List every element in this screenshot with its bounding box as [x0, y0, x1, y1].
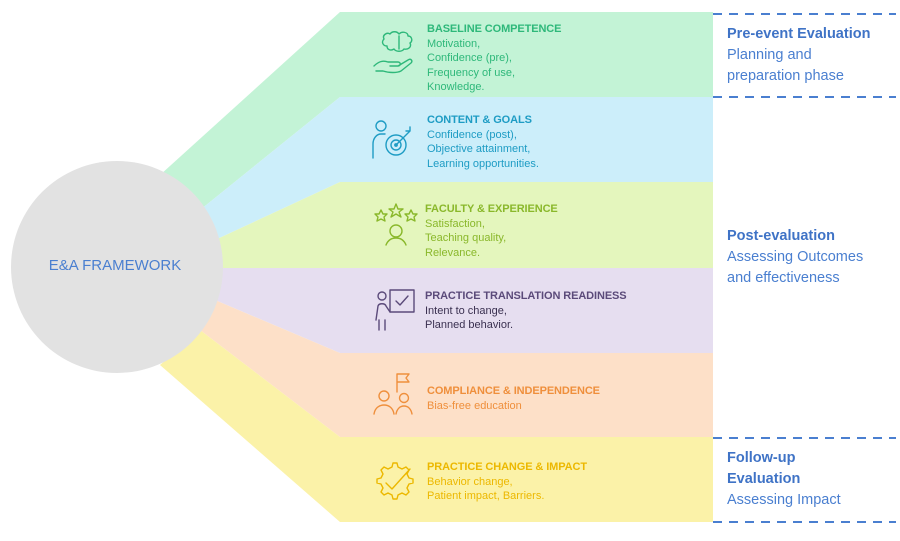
stars-person-icon: [374, 203, 418, 246]
band-faculty: [340, 182, 713, 268]
band-baseline: [340, 12, 713, 97]
band-item: Patient impact, Barriers.: [427, 490, 545, 502]
band-baseline-text: BASELINE COMPETENCE Motivation, Confiden…: [427, 22, 562, 95]
phase-post: Post-evaluation Assessing Outcomes and e…: [727, 226, 863, 289]
band-impact: [340, 437, 713, 522]
phase-subtitle-line: and effectiveness: [727, 270, 840, 286]
band-item: Objective attainment,: [427, 143, 531, 155]
phase-title: Post-evaluation: [727, 228, 835, 244]
phase-pre-event: Pre-event Evaluation Planning and prepar…: [727, 24, 870, 87]
band-compliance: [340, 353, 713, 437]
person-target-icon: [372, 120, 411, 159]
phase-subtitle-line: Assessing Impact: [727, 492, 841, 508]
presenter-board-icon: [375, 289, 415, 331]
band-content-text: CONTENT & GOALS Confidence (post), Objec…: [427, 113, 539, 171]
connector-impact: [160, 330, 340, 522]
band-item: Teaching quality,: [425, 232, 507, 244]
band-item: Knowledge.: [427, 81, 485, 93]
band-title: BASELINE COMPETENCE: [427, 23, 562, 35]
band-title: FACULTY & EXPERIENCE: [425, 203, 558, 215]
band-compliance-text: COMPLIANCE & INDEPENDENCE Bias-free educ…: [427, 384, 600, 413]
phase-follow-up: Follow-up Evaluation Assessing Impact: [727, 448, 841, 511]
band-title: COMPLIANCE & INDEPENDENCE: [427, 385, 600, 397]
band-faculty-text: FACULTY & EXPERIENCE Satisfaction, Teach…: [425, 202, 558, 260]
band-item: Planned behavior.: [425, 319, 514, 331]
gear-check-icon: [376, 462, 414, 500]
band-item: Intent to change,: [425, 304, 507, 317]
band-item: Learning opportunities.: [427, 157, 539, 170]
band-item: Confidence (post),: [427, 128, 517, 141]
band-item: Confidence (pre),: [427, 52, 512, 64]
people-flag-icon: [373, 373, 413, 415]
brain-hand-icon: [373, 31, 413, 74]
phase-title: Pre-event Evaluation: [727, 26, 871, 42]
band-readiness: [340, 268, 713, 353]
band-title: PRACTICE TRANSLATION READINESS: [425, 290, 627, 302]
band-item: Frequency of use,: [427, 66, 516, 79]
phase-subtitle-line: Assessing Outcomes: [727, 249, 864, 265]
band-impact-text: PRACTICE CHANGE & IMPACT Behavior change…: [427, 460, 587, 504]
connector-baseline: [160, 12, 340, 210]
phase-subtitle-line: preparation phase: [727, 68, 844, 84]
band-item: Behavior change,: [427, 475, 513, 488]
connector-compliance: [200, 300, 340, 437]
band-readiness-text: PRACTICE TRANSLATION READINESS Intent to…: [425, 289, 627, 333]
band-item: Motivation,: [427, 37, 481, 50]
band-item: Bias-free education: [427, 399, 522, 412]
band-item: Satisfaction,: [425, 217, 485, 230]
center-circle: [11, 161, 223, 373]
phase-title-line: Evaluation: [727, 471, 801, 487]
connector-faculty: [215, 182, 340, 268]
connector-content: [200, 97, 340, 240]
band-title: CONTENT & GOALS: [427, 114, 532, 126]
framework-title: E&A FRAMEWORK: [48, 257, 182, 274]
band-title: PRACTICE CHANGE & IMPACT: [427, 461, 587, 473]
phase-subtitle-line: Planning and: [727, 47, 812, 63]
phase-title-line: Follow-up: [727, 450, 796, 466]
band-item: Relevance.: [425, 246, 481, 259]
connector-readiness: [215, 268, 340, 353]
